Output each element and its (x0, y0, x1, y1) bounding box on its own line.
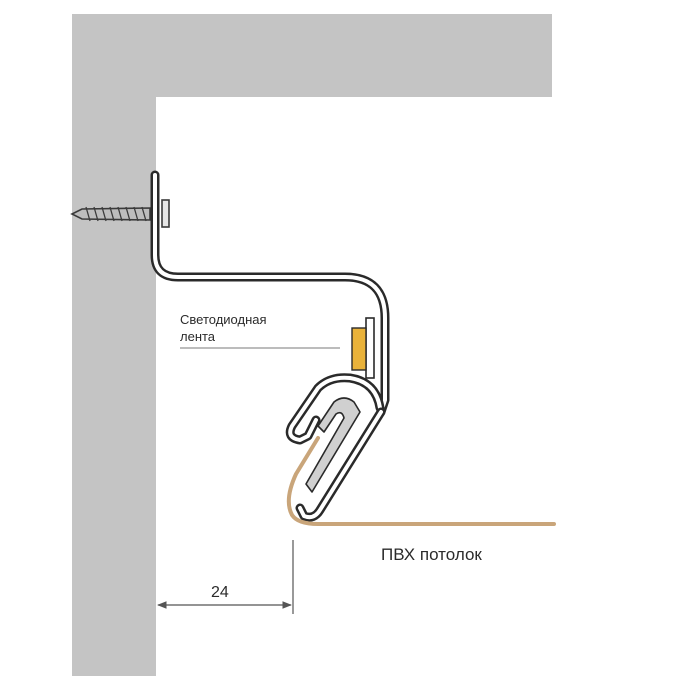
profile-clamp-inner (288, 375, 382, 442)
gap-dimension-label: 24 (211, 584, 229, 601)
screw-icon (70, 199, 170, 228)
harpoon-insert (305, 397, 361, 493)
profile-jaw-inner (298, 410, 383, 520)
led-strip-label-line2: лента (180, 329, 216, 344)
wall-and-ceiling-slab (72, 14, 552, 676)
pvc-ceiling-label: ПВХ потолок (381, 545, 482, 564)
led-strip-label: Светодиодная лента (180, 311, 267, 345)
aluminum-profile-inner (153, 173, 387, 414)
led-strip-label-line1: Светодиодная (180, 312, 267, 327)
led-strip-icon (351, 317, 375, 379)
pvc-ceiling-film (286, 436, 556, 526)
